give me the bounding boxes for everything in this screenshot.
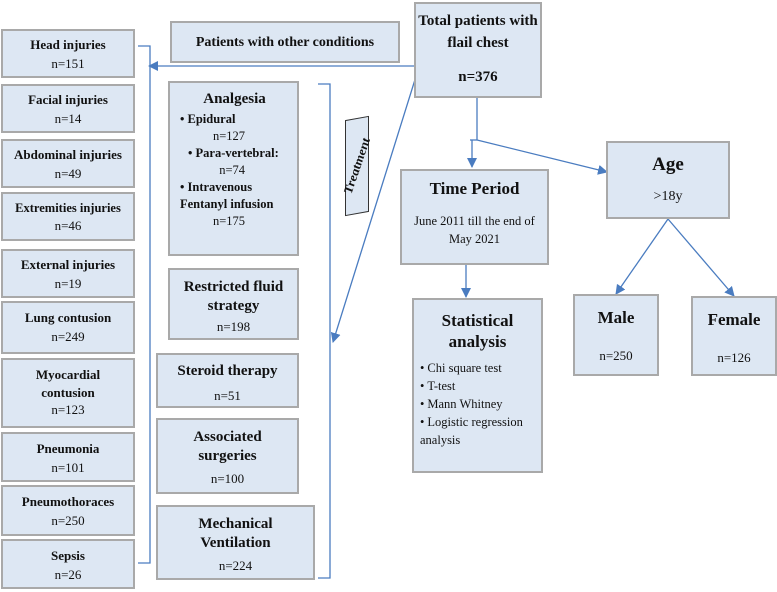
analgesia-item-n: n=74 — [219, 162, 245, 177]
time-period-title: Time Period — [429, 179, 520, 198]
analgesia-item: • Intravenous Fentanyl infusion — [180, 179, 274, 211]
condition-n: n=101 — [51, 459, 85, 475]
total-patients-box: Total patients with flail chest n=376 — [414, 2, 542, 98]
treatment-title: Steroid therapy — [177, 363, 278, 379]
other-conditions-label: Patients with other conditions — [195, 35, 375, 50]
other-conditions-box: Patients with other conditions — [170, 21, 400, 63]
time-period-box: Time Period June 2011 till the end of Ma… — [400, 169, 549, 265]
condition-name: External injuries — [20, 257, 116, 272]
arrow-to-age — [476, 139, 608, 175]
analgesia-item-n: n=127 — [212, 129, 245, 144]
treatment-title: Restricted fluid strategy — [183, 279, 284, 314]
condition-n: n=249 — [51, 328, 85, 344]
treatment-title: Associated surgeries — [193, 429, 262, 464]
condition-box: Myocardial contusion n=123 — [1, 358, 135, 428]
condition-name: Extremities injuries — [15, 201, 121, 215]
condition-name: Pneumonia — [36, 441, 100, 456]
treatment-label-box: Treatment — [340, 115, 373, 217]
treatment-box: Steroid therapy n=51 — [156, 353, 299, 408]
test-item: Mann Whitney — [420, 395, 541, 413]
condition-box: Lung contusion n=249 — [1, 301, 135, 354]
condition-box: Pneumonia n=101 — [1, 432, 135, 482]
condition-box: Head injuries n=151 — [1, 29, 135, 78]
total-patients-title: Total patients with flail chest — [418, 13, 538, 51]
time-period-text: June 2011 till the end of May 2021 — [414, 213, 535, 246]
condition-name: Abdominal injuries — [14, 147, 122, 162]
treatment-box: Restricted fluid strategy n=198 — [168, 268, 299, 340]
statistical-title: Statistical analysis — [441, 311, 514, 352]
treatment-bracket — [318, 83, 331, 579]
condition-name: Pneumothoraces — [21, 494, 115, 509]
condition-box: Facial injuries n=14 — [1, 84, 135, 133]
female-title: Female — [707, 310, 761, 329]
test-item: Chi square test — [420, 359, 541, 377]
age-value: >18y — [653, 188, 683, 204]
analgesia-box: Analgesia • Epidural n=127 • Para-verteb… — [168, 81, 299, 256]
age-title: Age — [652, 154, 684, 175]
arrow-to-male — [615, 218, 669, 295]
treatment-n: n=198 — [216, 318, 251, 334]
analgesia-item: • Epidural — [180, 112, 236, 127]
condition-n: n=14 — [54, 110, 82, 126]
condition-n: n=151 — [51, 55, 85, 71]
condition-box: Abdominal injuries n=49 — [1, 139, 135, 188]
male-box: Male n=250 — [573, 294, 659, 376]
arrow-to-female — [667, 218, 735, 297]
analgesia-item: • Para-vertebral: — [188, 146, 279, 160]
condition-box: Extremities injuries n=46 — [1, 192, 135, 241]
condition-n: n=123 — [51, 402, 85, 418]
test-item: T-test — [420, 377, 541, 395]
conditions-bracket — [138, 45, 151, 564]
female-box: Female n=126 — [691, 296, 777, 376]
condition-box: Sepsis n=26 — [1, 539, 135, 589]
condition-n: n=49 — [54, 165, 82, 181]
condition-box: Pneumothoraces n=250 — [1, 485, 135, 536]
treatment-box: Associated surgeries n=100 — [156, 418, 299, 494]
treatment-title: Mechanical Ventilation — [198, 516, 273, 551]
analgesia-item-n: n=175 — [212, 213, 245, 228]
condition-n: n=19 — [54, 275, 82, 291]
condition-n: n=26 — [54, 566, 82, 582]
condition-name: Facial injuries — [28, 92, 108, 107]
total-patients-n: n=376 — [458, 68, 498, 85]
treatment-n: n=224 — [218, 557, 253, 573]
treatment-box: Mechanical Ventilation n=224 — [156, 505, 315, 580]
treatment-label: Treatment — [340, 137, 374, 195]
condition-n: n=46 — [54, 218, 82, 234]
age-box: Age >18y — [606, 141, 730, 219]
statistical-tests-list: Chi square test T-test Mann Whitney Logi… — [414, 359, 541, 450]
condition-box: External injuries n=19 — [1, 249, 135, 298]
condition-name: Myocardial contusion — [35, 367, 101, 400]
male-n: n=250 — [599, 347, 633, 363]
treatment-n: n=51 — [214, 387, 241, 403]
statistical-analysis-box: Statistical analysis Chi square test T-t… — [412, 298, 543, 473]
female-n: n=126 — [717, 349, 751, 365]
condition-name: Lung contusion — [24, 310, 112, 325]
condition-name: Sepsis — [51, 548, 85, 563]
condition-n: n=250 — [51, 512, 85, 528]
condition-name: Head injuries — [30, 37, 106, 52]
analgesia-title: Analgesia — [203, 91, 266, 107]
test-item: Logistic regression analysis — [420, 413, 541, 449]
male-title: Male — [597, 308, 635, 327]
treatment-n: n=100 — [210, 470, 245, 486]
